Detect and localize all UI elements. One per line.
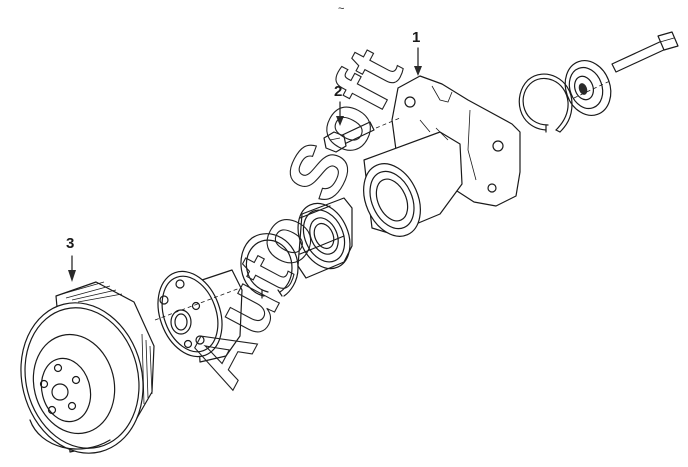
long-bolt (611, 31, 679, 73)
callout-1-arrowhead (414, 66, 422, 76)
callout-3-label: 3 (66, 235, 74, 252)
callout-2: 2 (334, 83, 344, 126)
stray-mark: ~ (338, 3, 344, 15)
pulley (20, 281, 155, 454)
callout-1: 1 (412, 29, 422, 76)
bearing-housing (363, 75, 521, 237)
snap-ring-left (240, 233, 299, 299)
callout-3: 3 (66, 235, 76, 282)
bolt-axis (375, 117, 401, 129)
seal-washer (564, 60, 612, 116)
callout-3-arrowhead (68, 270, 76, 282)
assembly-axis-left (154, 287, 241, 321)
assembly-axis-right (573, 79, 613, 99)
pulley-hub (157, 269, 243, 363)
small-bolt (323, 121, 375, 153)
ball-bearing (297, 197, 353, 279)
callout-1-label: 1 (412, 29, 420, 46)
callout-2-label: 2 (334, 83, 342, 100)
snap-ring-right (518, 73, 573, 133)
callout-2-arrowhead (336, 116, 344, 126)
